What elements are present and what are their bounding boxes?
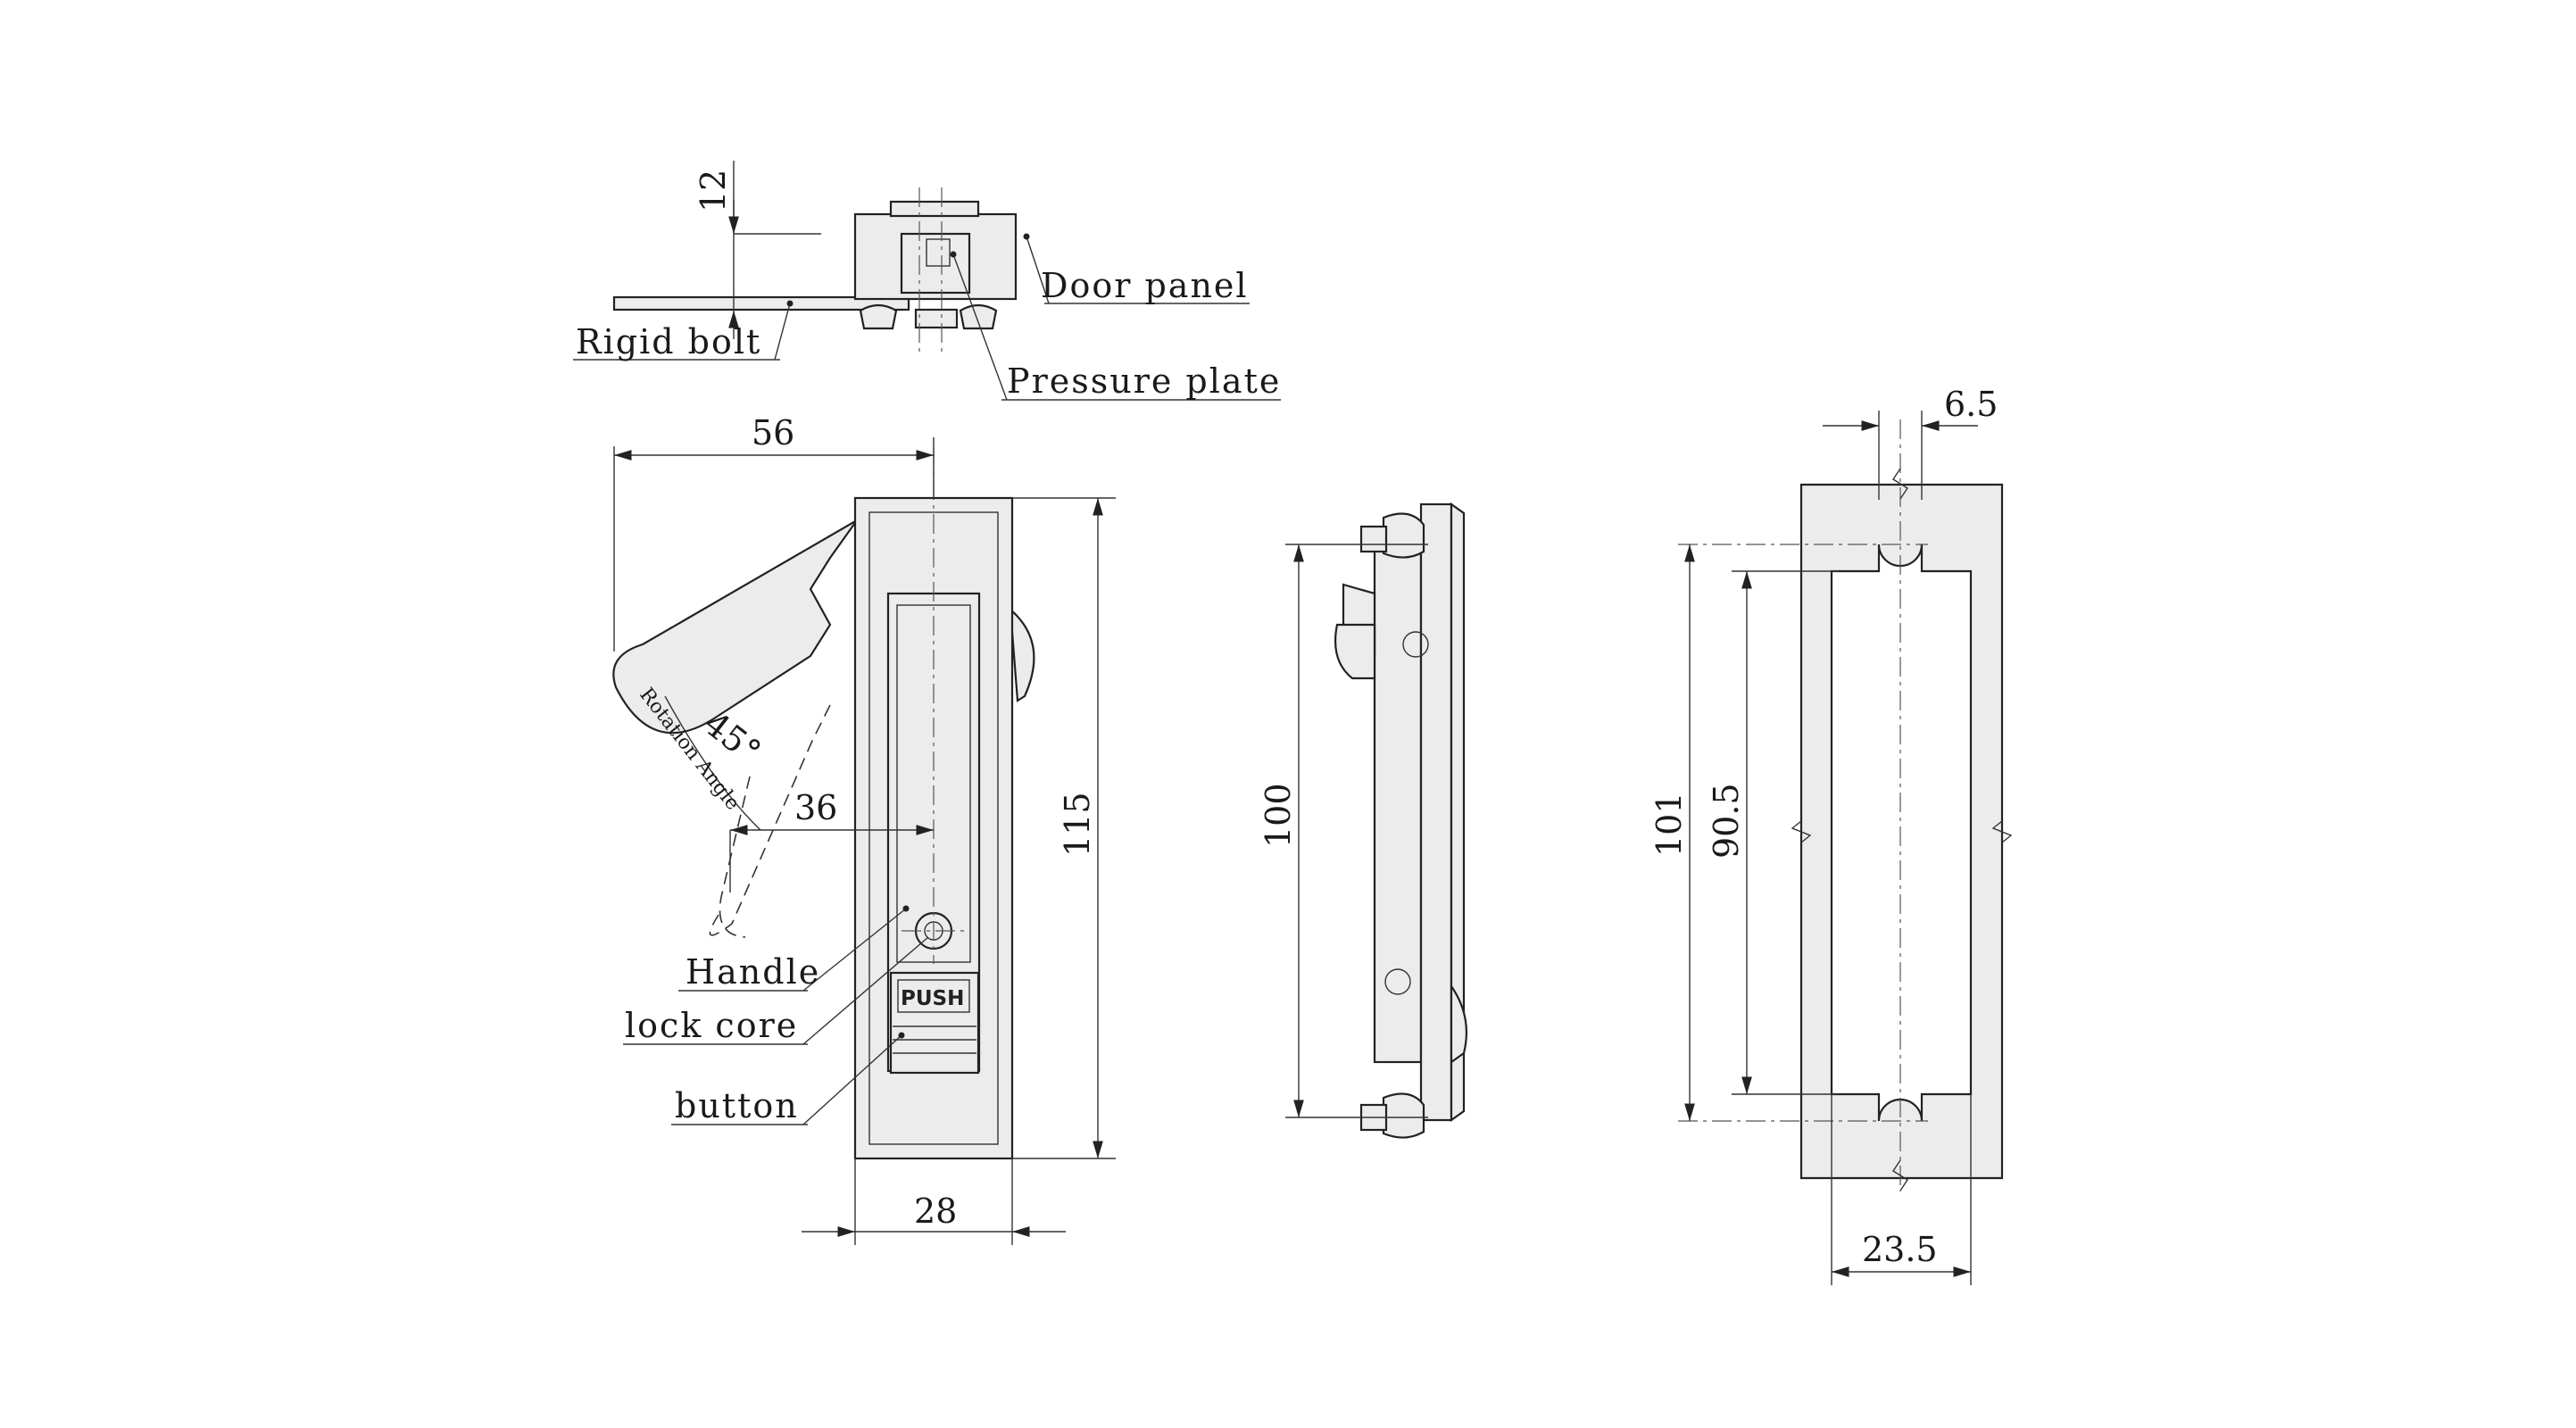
nut-right-top — [959, 303, 998, 330]
front-view: PUSH 56 45° Rotation Angle 36 115 28 — [612, 413, 1116, 1245]
label-pressure-plate: Pressure plate — [1007, 361, 1281, 401]
dim-36: 36 — [794, 788, 837, 827]
dim-56: 56 — [752, 413, 794, 452]
side-hole-bottom — [1384, 968, 1411, 995]
handle-right-lip — [1009, 607, 1035, 702]
label-door-panel: Door panel — [1041, 266, 1249, 305]
pressure-plate-shape — [900, 232, 971, 295]
label-lock-core: lock core — [625, 1006, 798, 1045]
handle-45-position — [709, 704, 831, 936]
panel-cutout — [1799, 483, 2004, 1180]
side-stud-bottom — [1382, 1092, 1425, 1139]
handle-open-outline — [612, 519, 858, 735]
bolt-stem-top — [914, 308, 959, 329]
rotation-arc — [664, 695, 761, 831]
push-button[interactable] — [889, 971, 980, 1075]
rigid-bolt-strip — [612, 295, 910, 311]
side-body — [1373, 534, 1423, 1064]
lock-cap-top — [889, 200, 980, 218]
label-handle: Handle — [686, 952, 820, 992]
nut-left-top — [859, 303, 898, 330]
dim-90-5: 90.5 — [1707, 783, 1746, 859]
dim-101: 101 — [1649, 792, 1689, 857]
lock-slot — [926, 238, 951, 267]
side-flange — [1419, 502, 1453, 1122]
cutout-view: 6.5 101 90.5 23.5 — [1649, 385, 2013, 1285]
dim-12: 12 — [694, 170, 733, 212]
label-button: button — [675, 1086, 799, 1125]
dim-115: 115 — [1058, 792, 1097, 857]
side-view: 100 — [1259, 502, 1468, 1139]
dim-100: 100 — [1259, 783, 1298, 848]
side-hole-top — [1402, 631, 1429, 658]
dim-28: 28 — [914, 1191, 957, 1231]
dim-23-5: 23.5 — [1862, 1230, 1938, 1269]
dim-6-5: 6.5 — [1944, 385, 1998, 424]
label-rigid-bolt: Rigid bolt — [576, 322, 761, 361]
push-text: PUSH — [901, 987, 964, 1010]
side-stud-top — [1382, 512, 1425, 559]
top-view: 12 Door panel Rigid bolt Pressure plate — [573, 161, 1281, 401]
